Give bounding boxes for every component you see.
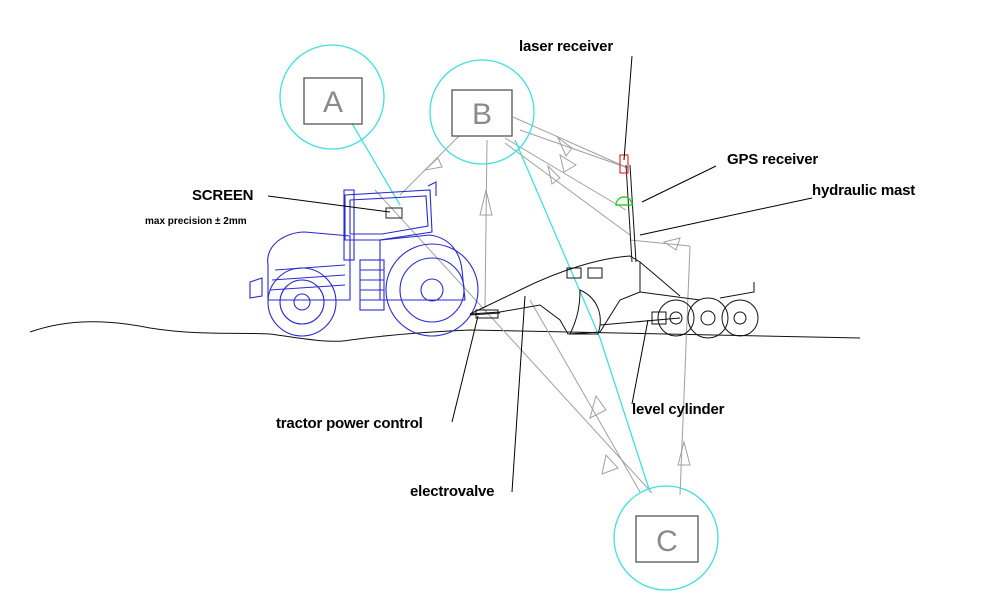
cyan-link-a — [349, 119, 401, 206]
node-a-label: A — [323, 86, 343, 119]
arrowhead — [662, 237, 681, 251]
screen-device — [385, 207, 403, 219]
laser-receiver-label: laser receiver — [519, 38, 613, 55]
arrowhead — [589, 394, 607, 419]
hydraulic-mast-label: hydraulic mast — [812, 182, 915, 199]
node-b-label: B — [472, 98, 492, 131]
leader-lines — [267, 55, 813, 493]
node-c-box — [635, 515, 699, 563]
node-b: B — [429, 59, 535, 165]
ground-line — [29, 321, 861, 342]
node-c: C — [613, 485, 719, 591]
level-cylinder-label: level cylinder — [632, 401, 725, 418]
screen-label: SCREEN — [192, 187, 253, 204]
arrowhead — [423, 157, 443, 171]
node-b-box — [451, 89, 513, 137]
electrovalve-label: electrovalve — [410, 483, 494, 500]
arrowhead — [559, 153, 577, 173]
scraper-implement — [469, 164, 759, 339]
tractor — [249, 181, 479, 337]
arrowhead — [601, 453, 619, 475]
node-a-box — [303, 77, 363, 125]
tractor-power-control-label: tractor power control — [276, 415, 423, 432]
node-a: A — [279, 44, 385, 150]
node-a-circle — [279, 44, 385, 150]
gps-receiver-device — [615, 196, 633, 206]
node-c-circle — [613, 485, 719, 591]
cyan-link-b — [514, 139, 601, 339]
screen-precision-label: max precision ± 2mm — [145, 216, 247, 227]
node-c-label: C — [656, 525, 678, 558]
node-b-circle — [429, 59, 535, 165]
arrowhead — [547, 164, 561, 185]
arrowhead — [677, 440, 691, 466]
cyan-link-c — [599, 337, 651, 493]
signal-lines — [374, 116, 691, 496]
arrowhead — [479, 189, 493, 216]
arrowhead — [556, 136, 573, 157]
gps-receiver-label: GPS receiver — [727, 151, 818, 168]
